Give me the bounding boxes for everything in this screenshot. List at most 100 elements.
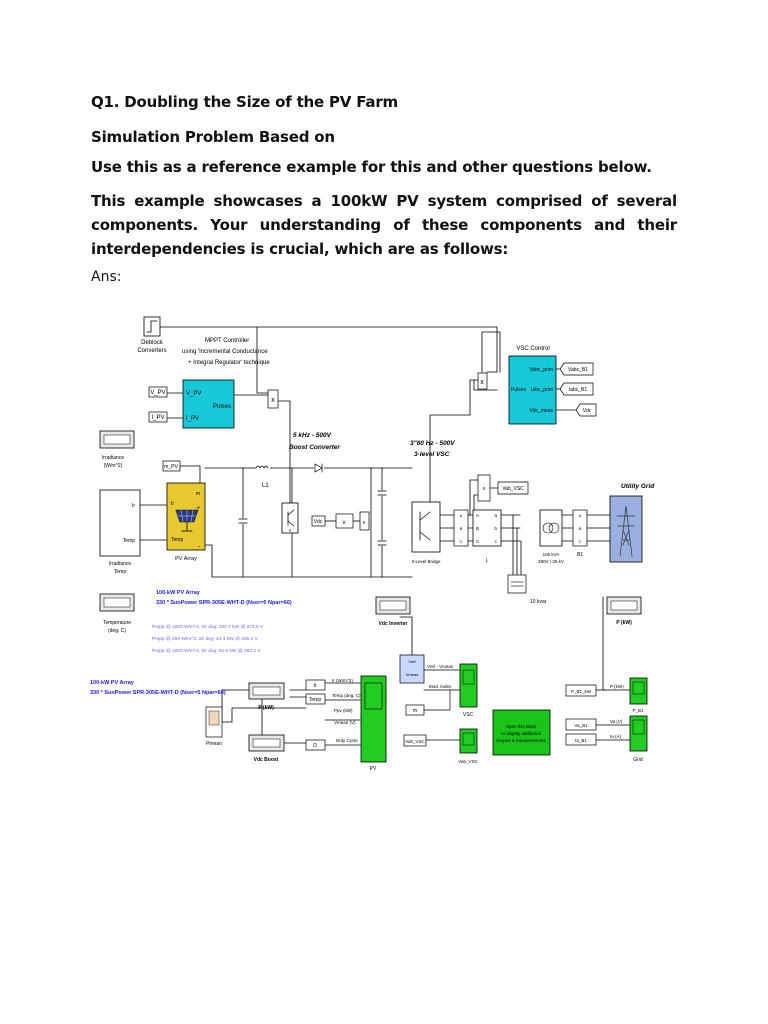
vdc-measurement-tag[interactable]: Vdc (311, 515, 326, 527)
vabc-b1-tag[interactable]: Vabc_B1 (559, 362, 594, 376)
p-b1-kw-tag[interactable]: P_B1_kW (565, 684, 597, 697)
vab-vsc-label: Vab_VSC (502, 486, 524, 492)
irradiance-label-1: Irradiance (102, 455, 124, 461)
vsc-scope-label: VSC (463, 712, 474, 718)
solar-panel-icon (175, 509, 199, 532)
vab-vsc-from-label: Vab_VSC (405, 739, 425, 744)
instruction-text: Use this as a reference example for this… (91, 158, 652, 176)
i-pv-from-tag[interactable]: I_PV (148, 411, 168, 423)
m-from-tag[interactable]: m (405, 704, 425, 716)
ia-b1-tag[interactable]: Ia_B1 (565, 733, 597, 746)
temp-from-tag[interactable]: Temp (305, 693, 326, 705)
d-from-tag[interactable]: D (305, 739, 326, 751)
p-kw-grid-label: P (kW) (610, 684, 624, 689)
temp-tag-label: Temp (309, 697, 321, 703)
boost-title-line1: 5 kHz - 500V (293, 432, 332, 439)
iabc-b1-tag[interactable]: Iabc_B1 (559, 382, 594, 396)
mppt-label-line1: MPPT Controller (205, 338, 249, 344)
va-v-label: Va (V) (610, 719, 623, 724)
ir-from-tag[interactable]: Ir (305, 679, 326, 691)
p-kw-left-display[interactable]: P (kW) (248, 682, 285, 711)
i-pv-label: I_PV (151, 415, 164, 421)
vsc-control-block[interactable]: Vabc_prim Iabc_prim Vdc_meas Pulses (508, 355, 557, 425)
vsc-scope-block[interactable]: VSC (459, 663, 478, 718)
pmean-block[interactable]: Pmean (205, 706, 223, 747)
p-b1-label: P_B1 (632, 708, 644, 713)
pv-scope-ppv-label: Ppv (kW) (334, 708, 353, 713)
pv-scope-vmean-label: Vmean (V) (334, 720, 356, 725)
vdc-voltage-sensor[interactable]: v (359, 511, 370, 531)
array-spec-2: 330 * SunPower SPR-305E-WHT-D (Nser=5 Np… (90, 690, 226, 696)
pv-scope-duty-label: Duty Cycle (336, 738, 358, 743)
answer-label: Ans: (91, 269, 122, 285)
array-title: 100-kW PV Array (156, 590, 201, 596)
ia-a-label: Ia (A) (610, 734, 622, 739)
mppt-port-vpv: V_PV (186, 391, 201, 397)
pv-port-m: m (196, 491, 200, 497)
mppt-port-ipv: I_PV (186, 416, 199, 422)
pv-scope-ir-label: Ir (W/m^2) (332, 678, 353, 683)
vref-label: Vref (408, 659, 416, 664)
product-block-boost[interactable]: x (267, 389, 279, 409)
measurements-info-block[interactable]: Open this block to display additional sc… (492, 709, 551, 756)
info-line-3: scopes & measurements (496, 738, 546, 743)
utility-grid-block[interactable] (609, 495, 643, 563)
deblock-label: Deblock (141, 340, 164, 346)
three-level-bridge-block[interactable]: 3-Level Bridge (411, 501, 441, 564)
pv-port-t: Temp (171, 537, 183, 543)
vdc-boost-label: Vdc Boost (254, 757, 279, 763)
pv-scope-block[interactable]: PV (360, 675, 387, 772)
svg-text:g: g (289, 528, 291, 532)
lc-filter-block[interactable]: 10 kvar (507, 574, 547, 605)
grid-scope-block[interactable]: Grid (629, 715, 648, 763)
vab-vsc-scope-block[interactable]: Vab_VSC (458, 728, 478, 764)
m-pv-tag[interactable]: m_PV (162, 460, 181, 472)
p-kw-right-display[interactable]: P (kW) (606, 596, 642, 626)
question-title: Q1. Doubling the Size of the PV Farm (91, 93, 398, 111)
converters-label: Converters (137, 348, 166, 354)
v-pv-from-tag[interactable]: V_PV (148, 386, 168, 398)
m-pv-label: m_PV (164, 464, 178, 470)
vdc-boost-display[interactable]: Vdc Boost (248, 734, 285, 763)
irr-temp-label-1: Irradiance (109, 561, 131, 567)
boost-igbt-switch[interactable]: g (281, 502, 299, 534)
description-paragraph: This example showcases a 100kW PV system… (91, 192, 677, 258)
vdc-inverter-display[interactable]: Vdc Inverter (375, 596, 411, 627)
vref-vmeas-block[interactable]: Vref Vmeas (399, 654, 425, 684)
v-pv-label: V_PV (150, 390, 165, 396)
ir-tag-label: Ir (313, 683, 316, 689)
mppt-label-line2: using 'Incremental Conductance (182, 349, 268, 355)
deblock-step-block[interactable]: Deblock Converters (137, 316, 167, 354)
irradiance-display[interactable]: Irradiance (W/m^2) (99, 430, 135, 469)
pv-port-minus: - (198, 544, 200, 550)
transformer-block[interactable]: 100 kVA 260V / 25 kV (538, 509, 564, 564)
svg-text:v: v (343, 520, 346, 526)
b1-measurement-block[interactable]: A B C B1 (572, 509, 588, 558)
p-kw-right-label: P (kW) (616, 620, 632, 626)
choke-inductor-block[interactable]: A B C a b c L (472, 509, 502, 564)
vsc-product-block[interactable]: x (477, 372, 488, 390)
vdc-inverter-label: Vdc Inverter (379, 621, 408, 627)
temperature-label-2: (deg. C) (108, 628, 126, 634)
vmeas-label: Vmeas (406, 672, 418, 677)
mppt-controller-block[interactable]: V_PV I_PV Pulses (182, 379, 235, 429)
array-title-2: 100-kW PV Array (90, 680, 135, 686)
mppt-label-line3: + Integral Regulator' technique (188, 360, 270, 366)
pv-array-block[interactable]: Ir Temp m + - PV Array (166, 482, 206, 562)
irradiance-temp-signal-block[interactable]: Ir Temp Irradiance Temp (99, 489, 141, 575)
simulink-diagram: Deblock Converters MPPT Controller using… (88, 300, 680, 772)
vab-vsc-goto-tag[interactable]: Vab_VSC (489, 481, 529, 495)
svg-text:x: x (480, 379, 484, 386)
va-b1-tag[interactable]: Va_B1 (565, 718, 597, 731)
pv-scope-temp-label: Temp (deg. C) (332, 693, 361, 698)
temperature-display[interactable]: Temperature (deg. C) (99, 593, 135, 634)
vab-vsc-from-tag[interactable]: Vab_VSC (403, 734, 427, 747)
vab-sensor-block[interactable]: v (477, 474, 491, 502)
b1-label: B1 (577, 552, 583, 558)
svg-text:C: C (579, 539, 582, 544)
pmpp-line-1: Pmpp @ 1000 W/m^2, 25 deg: 100.7 kW @ 27… (152, 624, 264, 630)
p-b1-scope-block[interactable]: P_B1 (629, 677, 648, 713)
vdc-tag[interactable]: Vdc (575, 403, 597, 417)
vsc-measurement-block[interactable]: A B C (453, 509, 469, 547)
vdc-gain-block[interactable]: v (335, 513, 354, 529)
